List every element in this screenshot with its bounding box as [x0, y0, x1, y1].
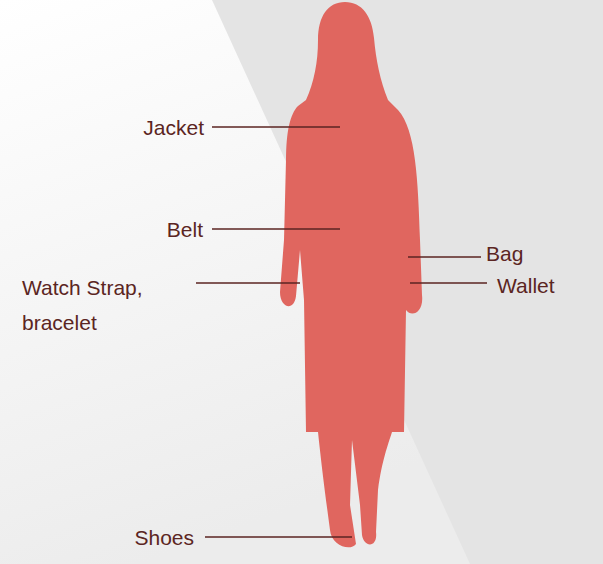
light-band	[0, 0, 470, 564]
part-label: Shoes	[134, 520, 194, 555]
part-label: Watch Strap, bracelet	[22, 270, 194, 340]
leader-line	[212, 228, 340, 229]
leader-line	[196, 282, 300, 283]
leader-line	[408, 256, 481, 257]
leader-line	[212, 126, 340, 127]
part-label: Jacket	[143, 110, 204, 145]
part-label: Bag	[486, 236, 523, 271]
woman-silhouette	[280, 2, 422, 547]
leader-line	[410, 282, 487, 283]
leader-line	[205, 536, 352, 537]
part-label: Belt	[167, 212, 203, 247]
part-label: Wallet	[497, 268, 555, 303]
